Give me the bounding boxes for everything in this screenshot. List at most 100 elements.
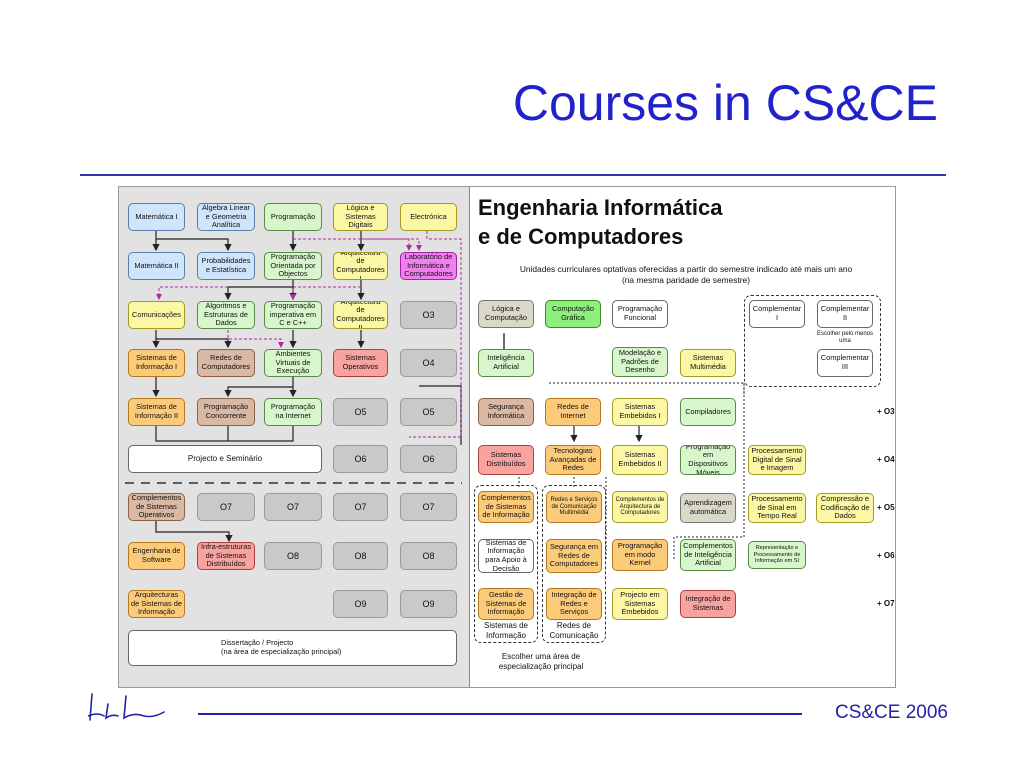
course-compiladores: Compiladores	[680, 398, 736, 426]
course-si-apoio-decisao: Sistemas de Informação para Apoio à Deci…	[478, 539, 534, 573]
course-logica-sistemas-digitais: Lógica e Sistemas Digitais	[333, 203, 388, 231]
course-modelacao-padroes: Modelação e Padrões de Desenho	[612, 347, 668, 377]
optional-slot-o8b: O8	[333, 542, 388, 570]
figure-title-line-2: e de Computadores	[478, 224, 684, 249]
optional-slot-o9a: O9	[333, 590, 388, 618]
course-programacao-funcional: Programação Funcional	[612, 300, 668, 328]
course-infra-estruturas-sd: Infra-estruturas de Sistemas Distribuído…	[197, 542, 255, 570]
signature-logo	[88, 693, 165, 721]
course-dissertacao-projecto: Dissertação / Projecto (na área de espec…	[128, 630, 457, 666]
course-complementar-3: Complementar III	[817, 349, 873, 377]
course-sistemas-informacao-2: Sistemas de Informação II	[128, 398, 185, 426]
offset-label-o4: + O4	[877, 455, 895, 464]
course-complementar-1: Complementar I	[749, 300, 805, 328]
course-programacao-kernel: Programação em modo Kernel	[612, 539, 668, 571]
dissertacao-label: Dissertação / Projecto	[221, 638, 294, 648]
course-processamento-digital: Processamento Digital de Sinal e Imagem	[748, 445, 806, 475]
optional-slot-o6b: O6	[400, 445, 457, 473]
figure-subtitle: Unidades curriculares optativas oferecid…	[477, 264, 895, 286]
course-tecnologias-redes: Tecnologias Avançadas de Redes	[545, 445, 601, 475]
course-algoritmos: Algoritmos e Estruturas de Dados	[197, 301, 255, 329]
optional-slot-o8c: O8	[400, 542, 457, 570]
course-representacao-processamento: Representação e Processamento de Informa…	[748, 541, 806, 569]
course-programacao-moveis: Programação em Dispositivos Móveis	[680, 445, 736, 475]
optional-slot-o5a: O5	[333, 398, 388, 426]
optional-slot-o9b: O9	[400, 590, 457, 618]
course-programacao-imperativa: Programação imperativa em C e C++	[264, 301, 322, 329]
title-rule	[80, 174, 946, 176]
course-inteligencia-artificial: Inteligência Artificial	[478, 349, 534, 377]
course-complementos-arquitectura: Complementos de Arquitectura de Computad…	[612, 491, 668, 523]
area-caption-redes-comunicacao: Redes de Comunicação	[549, 621, 599, 640]
area-group-sistemas-informacao	[474, 485, 538, 643]
course-comunicacoes: Comunicações	[128, 301, 185, 329]
slide-title: Courses in CS&CE	[512, 75, 938, 131]
optional-slot-o7b: O7	[264, 493, 322, 521]
course-programacao-concorrente: Programação Concorrente	[197, 398, 255, 426]
course-arquitectura-computadores-2: Arquitectura de Computadores II	[333, 301, 388, 329]
course-integracao-redes: Integração de Redes e Serviços	[546, 588, 602, 620]
dissertacao-note: (na área de especialização principal)	[221, 647, 342, 656]
offset-label-o3: + O3	[877, 407, 895, 416]
course-arquitectura-computadores-1: Arquitectura de Computadores I	[333, 252, 388, 280]
course-redes-computadores: Redes de Computadores	[197, 349, 255, 377]
course-integracao-sistemas: Integração de Sistemas	[680, 590, 736, 618]
course-gestao-si: Gestão de Sistemas de Informação	[478, 588, 534, 620]
course-complementos-ia: Complementos de Inteligência Artificial	[680, 539, 736, 571]
offset-label-o7: + O7	[877, 599, 895, 608]
course-compressao-codificacao: Compressão e Codificação de Dados	[816, 493, 874, 523]
optional-slot-o3: O3	[400, 301, 457, 329]
course-programacao-internet: Programação na Internet	[264, 398, 322, 426]
complementares-group	[744, 295, 881, 387]
course-ambientes-virtuais: Ambientes Virtuais de Execução	[264, 349, 322, 377]
optional-slot-o7c: O7	[333, 493, 388, 521]
course-programacao: Programação	[264, 203, 322, 231]
curriculum-diagram: Matemática I Álgebra Linear e Geometria …	[118, 186, 896, 688]
optional-slot-o7a: O7	[197, 493, 255, 521]
course-algebra-linear: Álgebra Linear e Geometria Analítica	[197, 203, 255, 231]
offset-label-o5: + O5	[877, 503, 895, 512]
course-sistemas-embebidos-1: Sistemas Embebidos I	[612, 398, 668, 426]
course-sistemas-operativos: Sistemas Operativos	[333, 349, 388, 377]
escolher-area-caption: Escolher uma área de especialização prin…	[498, 652, 584, 671]
course-sistemas-embebidos-2: Sistemas Embebidos II	[612, 445, 668, 475]
optional-slot-o8a: O8	[264, 542, 322, 570]
course-logica-computacao: Lógica e Computação	[478, 300, 534, 328]
course-processamento-tempo-real: Processamento de Sinal em Tempo Real	[748, 493, 806, 523]
course-electronica: Electrónica	[400, 203, 457, 231]
figure-title-line-1: Engenharia Informática	[478, 195, 723, 220]
course-redes-internet: Redes de Internet	[545, 398, 601, 426]
area-group-redes-comunicacao	[542, 485, 606, 643]
escolher-pelo-menos-caption: Escolher pelo menos uma	[816, 331, 874, 344]
course-matematica-1: Matemática I	[128, 203, 185, 231]
offset-label-o6: + O6	[877, 551, 895, 560]
figure-subtitle-line-2: (na mesma paridade de semestre)	[621, 275, 750, 285]
optional-slot-o7d: O7	[400, 493, 457, 521]
course-redes-servicos-multimedia: Redes e Serviços de Comunicação Multiméd…	[546, 491, 602, 523]
area-caption-sistemas-informacao: Sistemas de Informação	[483, 621, 529, 640]
optional-slot-o6a: O6	[333, 445, 388, 473]
course-complementar-2: Complementar II	[817, 300, 873, 328]
course-complementos-so: Complementos de Sistemas Operativos	[128, 493, 185, 521]
course-sistemas-informacao-1: Sistemas de Informação I	[128, 349, 185, 377]
course-laboratorio-informatica: Laboratório de Informática e Computadore…	[400, 252, 457, 280]
optional-slot-o4: O4	[400, 349, 457, 377]
course-projecto-seminario: Projecto e Seminário	[128, 445, 322, 473]
course-arquitecturas-si: Arquitecturas de Sistemas de Informação	[128, 590, 185, 618]
course-computacao-grafica: Computação Gráfica	[545, 300, 601, 328]
course-engenharia-software: Engenharia de Software	[128, 542, 185, 570]
course-probabilidades: Probabilidades e Estatística	[197, 252, 255, 280]
course-seguranca-redes: Segurança em Redes de Computadores	[546, 539, 602, 573]
footer-label: CS&CE 2006	[834, 702, 948, 723]
figure-title: Engenharia Informática e de Computadores	[478, 193, 723, 251]
connector-lines	[125, 229, 745, 559]
course-poo: Programação Orientada por Objectos	[264, 252, 322, 280]
footer-rule	[198, 713, 802, 715]
course-complementos-si: Complementos de Sistemas de Informação	[478, 491, 534, 523]
optional-slot-o5b: O5	[400, 398, 457, 426]
course-sistemas-multimedia: Sistemas Multimédia	[680, 349, 736, 377]
figure-subtitle-line-1: Unidades curriculares optativas oferecid…	[519, 264, 853, 274]
course-projecto-embebidos: Projecto em Sistemas Embebidos	[612, 588, 668, 620]
course-sistemas-distribuidos: Sistemas Distribuídos	[478, 445, 534, 475]
course-seguranca-informatica: Segurança Informática	[478, 398, 534, 426]
